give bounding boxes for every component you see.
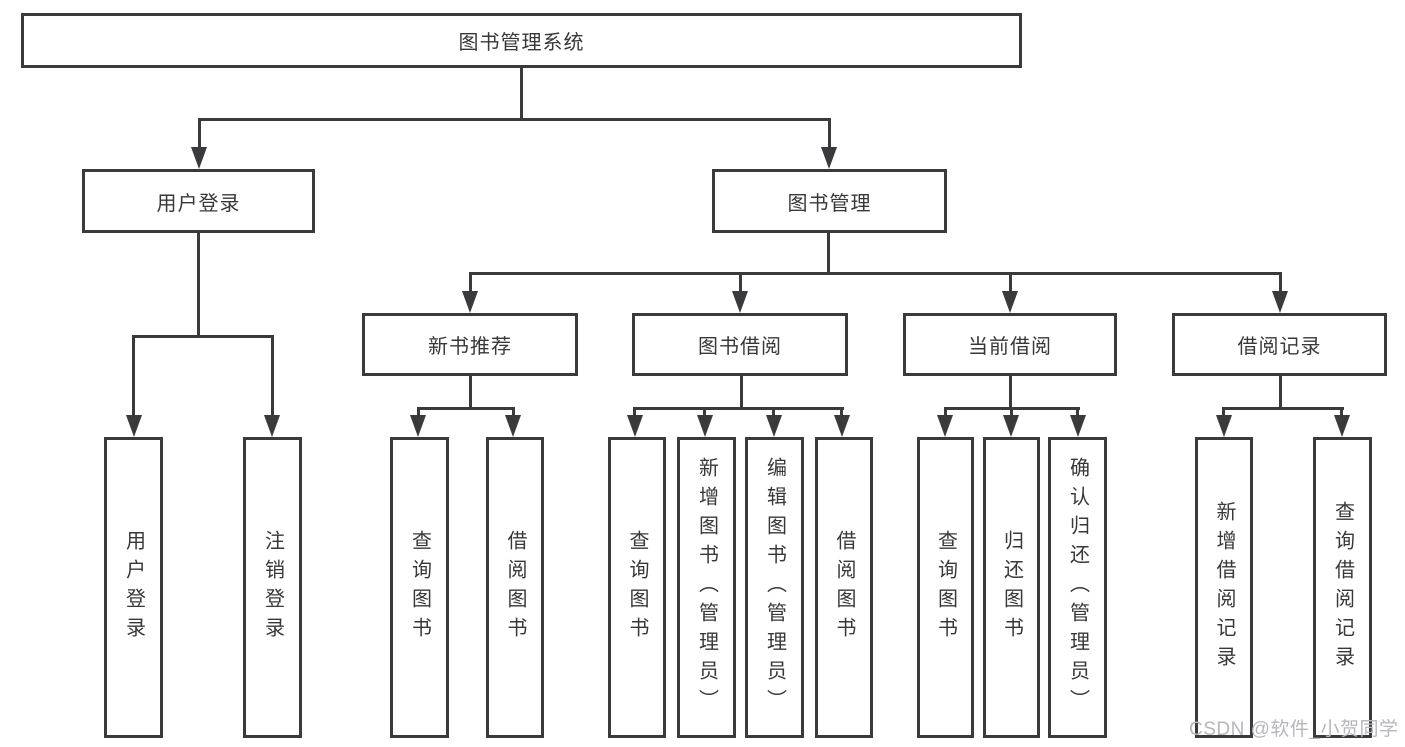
leaf-cb-query-books-label: 查询图书 [934,529,957,646]
connector-book-mgmt-rail [469,272,1282,275]
arrow-down-icon [1216,415,1232,437]
connector-drop [944,407,947,418]
arrow-down-icon [191,147,207,169]
connector-drop [417,407,420,418]
connector-current-borrow-stem [1009,376,1012,410]
connector-drop [1010,407,1013,418]
connector-drop-current-borrow [1009,272,1012,294]
leaf-br-add-record: 新增借阅记录 [1195,437,1253,738]
leaf-bb-edit-books-label: 编辑图书（管理员） [763,457,786,718]
arrow-down-icon [627,415,643,437]
arrow-down-icon [1003,415,1019,437]
leaf-cb-confirm-return: 确认归还（管理员） [1048,437,1107,738]
arrow-down-icon [766,415,782,437]
leaf-bb-query-books: 查询图书 [608,437,666,738]
leaf-nb-query-books-label: 查询图书 [408,529,431,646]
leaf-bb-borrow-books-label: 借阅图书 [833,529,855,646]
leaf-bb-query-books-label: 查询图书 [626,529,648,646]
connector-drop [772,407,775,418]
leaf-bb-borrow-books: 借阅图书 [815,437,873,738]
connector-drop-book-mgmt [828,118,831,150]
arrow-down-icon [937,415,953,437]
node-book-mgmt: 图书管理 [712,169,947,233]
leaf-br-query-record: 查询借阅记录 [1313,437,1372,738]
csdn-watermark: CSDN @软件_小贺同学 [1189,719,1399,740]
connector-drop-user-login [198,118,201,150]
connector-root-rail [198,118,831,121]
connector-drop [1222,407,1225,418]
connector-drop-leaf-login [132,335,135,418]
arrow-down-icon [821,147,837,169]
connector-book-borrow-rail [634,407,844,410]
arrow-down-icon [697,415,713,437]
leaf-br-query-record-label: 查询借阅记录 [1331,500,1354,675]
arrow-down-icon [1272,291,1288,313]
arrow-down-icon [1334,415,1350,437]
connector-new-book-rail [417,407,515,410]
connector-drop [1340,407,1343,418]
connector-drop-borrow-records [1279,272,1282,294]
connector-book-mgmt-stem [827,233,830,275]
leaf-logout-label: 注销登录 [261,529,284,646]
node-borrow-records: 借阅记录 [1172,313,1387,376]
connector-drop-leaf-logout [271,335,274,418]
connector-user-login-stem [197,233,200,338]
leaf-nb-query-books: 查询图书 [390,437,449,738]
node-current-borrow: 当前借阅 [903,313,1117,376]
node-root-label: 图书管理系统 [458,32,585,54]
arrow-down-icon [462,291,478,313]
connector-user-login-rail [132,335,274,338]
node-user-login-label: 用户登录 [156,192,241,215]
connector-root-stem [520,68,523,121]
arrow-down-icon [1002,291,1018,313]
leaf-cb-query-books: 查询图书 [917,437,974,738]
leaf-bb-add-books-label: 新增图书（管理员） [695,457,718,718]
connector-borrow-records-rail [1222,407,1344,410]
leaf-user-login: 用户登录 [104,437,163,738]
arrow-down-icon [126,415,142,437]
leaf-user-login-label: 用户登录 [122,529,145,646]
arrow-down-icon [264,415,280,437]
leaf-bb-add-books: 新增图书（管理员） [677,437,736,738]
arrow-down-icon [410,415,426,437]
connector-drop [703,407,706,418]
arrow-down-icon [1070,415,1086,437]
connector-book-borrow-stem [740,376,743,410]
node-borrow-records-label: 借阅记录 [1237,336,1322,358]
arrow-down-icon [834,415,850,437]
leaf-bb-edit-books: 编辑图书（管理员） [745,437,804,738]
connector-new-book-stem [469,376,472,410]
leaf-cb-return-books-label: 归还图书 [1000,529,1023,646]
node-book-borrow-label: 图书借阅 [698,336,782,358]
connector-borrow-records-stem [1279,376,1282,410]
node-new-book-rec-label: 新书推荐 [428,336,512,358]
node-root: 图书管理系统 [21,13,1022,68]
connector-drop-new-book [469,272,472,294]
node-current-borrow-label: 当前借阅 [968,336,1052,358]
node-book-borrow: 图书借阅 [632,313,848,376]
leaf-cb-confirm-return-label: 确认归还（管理员） [1066,457,1089,718]
leaf-nb-borrow-books-label: 借阅图书 [504,529,526,646]
leaf-nb-borrow-books: 借阅图书 [486,437,544,738]
leaf-br-add-record-label: 新增借阅记录 [1213,500,1235,675]
node-user-login: 用户登录 [82,169,315,233]
connector-drop [840,407,843,418]
leaf-logout: 注销登录 [243,437,302,738]
node-new-book-rec: 新书推荐 [362,313,578,376]
leaf-cb-return-books: 归还图书 [983,437,1040,738]
connector-drop-book-borrow [739,272,742,294]
node-book-mgmt-label: 图书管理 [787,192,872,215]
connector-drop [512,407,515,418]
connector-drop [633,407,636,418]
arrow-down-icon [505,415,521,437]
connector-drop [1076,407,1079,418]
arrow-down-icon [732,291,748,313]
